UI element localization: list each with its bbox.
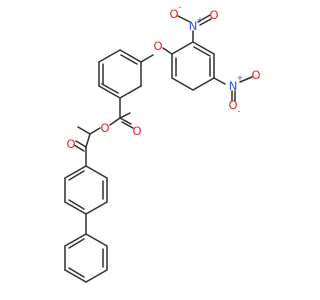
nitro-2-nitrogen-label: N: [229, 79, 238, 93]
bond: [192, 41, 215, 55]
bond-double-inner: [68, 199, 85, 210]
bond: [98, 85, 121, 99]
bond: [109, 117, 121, 126]
nitro-2-oxygen-right-label: O: [251, 68, 260, 82]
bond: [213, 77, 226, 85]
bond: [77, 126, 91, 135]
nitro-2-oxygen-bottom-label: O: [228, 98, 237, 112]
ether-oxygen-label: O: [153, 39, 162, 53]
molecule-structure-diagram: O N + O - O N + O - O O O O: [0, 0, 300, 300]
bond: [119, 112, 131, 119]
nitro-2-minus-charge: -: [238, 107, 241, 116]
bond: [171, 41, 194, 55]
nitro-2-plus-charge: +: [237, 74, 244, 83]
bond: [199, 18, 212, 26]
bond: [85, 233, 108, 247]
bond: [98, 49, 121, 63]
bond-double-inner: [68, 170, 85, 181]
bond: [239, 76, 253, 83]
bond: [64, 165, 87, 179]
bond: [162, 47, 173, 55]
bond: [64, 233, 87, 247]
ester-oxygen-label: O: [100, 121, 109, 135]
bond: [85, 201, 108, 215]
nitro-1-plus-charge: +: [197, 16, 204, 25]
bond: [119, 117, 132, 125]
bond: [192, 77, 215, 91]
bond: [140, 54, 154, 63]
bond: [85, 269, 108, 283]
nitro-1-oxygen-right-label: O: [209, 8, 218, 22]
bond-double-inner: [120, 54, 138, 65]
bond-double-inner: [68, 267, 85, 278]
bond-lines: [64, 14, 253, 283]
bond: [85, 165, 108, 179]
ester-carbonyl-oxygen-label: O: [132, 124, 141, 138]
bond: [85, 133, 91, 148]
ketone-oxygen-label: O: [66, 137, 75, 151]
bond: [64, 201, 87, 215]
bond: [119, 49, 142, 63]
bond: [89, 127, 101, 135]
nitro-1-minus-charge: -: [179, 3, 182, 12]
bond: [177, 15, 191, 23]
bond: [73, 144, 85, 152]
bond-double-inner: [101, 83, 119, 94]
bond: [171, 77, 194, 91]
bond: [121, 121, 134, 129]
nitro-1-oxygen-left-label: O: [169, 7, 178, 21]
nitro-1-nitrogen-label: N: [189, 19, 198, 33]
bond-double-inner: [193, 46, 211, 57]
bond-double-inner: [68, 238, 85, 249]
bond: [197, 14, 211, 23]
bond: [64, 269, 87, 283]
bond: [75, 140, 87, 148]
bond: [119, 85, 142, 99]
canvas-background: [0, 0, 300, 300]
